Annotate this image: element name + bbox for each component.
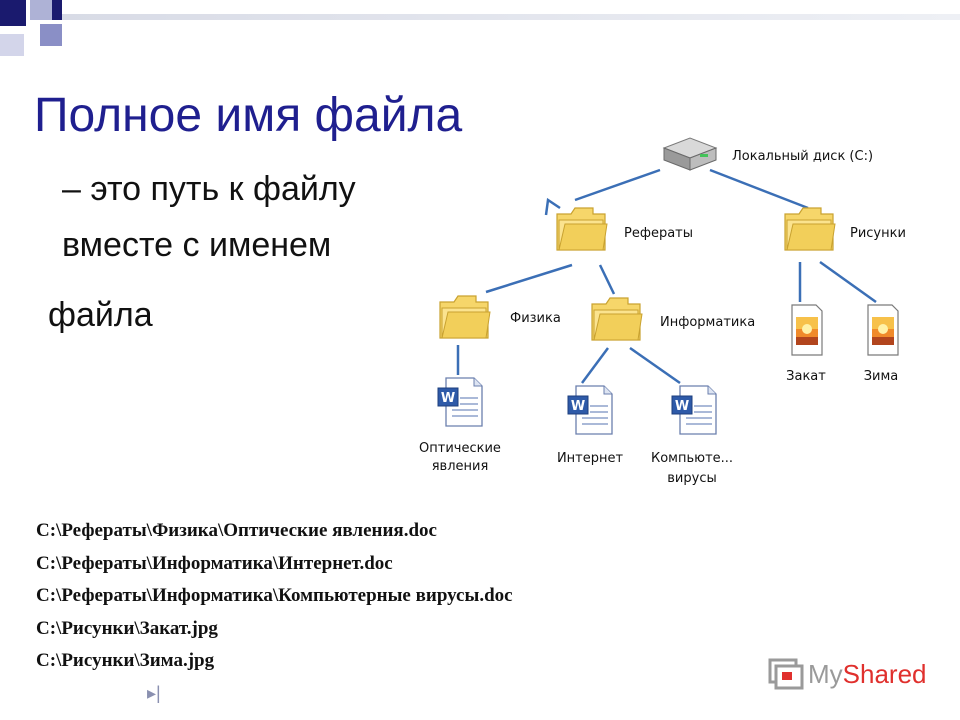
logo-shared: Shared	[842, 659, 927, 689]
folder-icon-informatika	[591, 297, 643, 341]
folder-icon-referaty	[556, 207, 608, 251]
file-label-zakat: Закат	[786, 369, 826, 384]
word-doc-icon-kompyuternye	[671, 385, 717, 435]
file-path: C:\Рисунки\Закат.jpg	[36, 617, 218, 639]
word-doc-icon-internet	[567, 385, 613, 435]
file-label-opticheskie-1: Оптические	[419, 441, 501, 456]
file-path: C:\Рисунки\Зима.jpg	[36, 650, 215, 671]
file-label-zima: Зима	[864, 369, 899, 384]
word-doc-icon-opticheskie	[437, 377, 483, 427]
myshared-logo-icon	[768, 658, 804, 690]
slide-title: Полное имя файла	[34, 89, 463, 142]
decor-square	[30, 0, 52, 20]
file-path: C:\Рефераты\Информатика\Компьютерные вир…	[36, 585, 513, 606]
subtitle-line-3: файла	[48, 296, 153, 334]
next-slide-icon[interactable]: ▸|	[147, 683, 161, 703]
file-label-kompyute-1: Компьюте...	[651, 451, 733, 466]
file-path: C:\Рефераты\Физика\Оптические явления.do…	[36, 520, 437, 541]
folder-label-referaty: Рефераты	[624, 226, 693, 241]
tree-connectors	[456, 168, 877, 385]
image-file-icon-zakat	[791, 304, 823, 356]
file-path: C:\Рефераты\Информатика\Интернет.doc	[36, 552, 393, 574]
folder-icon-fizika	[439, 295, 491, 339]
decor-square	[0, 0, 26, 26]
disk-icon	[662, 137, 718, 171]
file-path-list: C:\Рефераты\Физика\Оптические явления.do…	[36, 515, 513, 678]
folder-label-risunki: Рисунки	[850, 226, 906, 241]
myshared-logo-text: MyShared	[808, 659, 927, 690]
file-label-opticheskie-2: явления	[432, 459, 489, 474]
file-label-kompyute-2: вирусы	[667, 471, 716, 486]
decor-square	[52, 0, 62, 20]
logo-my: My	[808, 659, 843, 689]
decor-top-line	[62, 14, 960, 20]
file-label-internet: Интернет	[557, 451, 624, 466]
subtitle-line-1: – это путь к файлу	[62, 170, 356, 208]
folder-label-fizika: Физика	[510, 311, 561, 326]
subtitle-line-2: вместе с именем	[62, 226, 332, 264]
decor-square	[0, 34, 24, 56]
folder-label-informatika: Информатика	[660, 315, 755, 330]
disk-label: Локальный диск (C:)	[732, 149, 873, 164]
image-file-icon-zima	[867, 304, 899, 356]
decor-square	[40, 24, 62, 46]
folder-icon-risunki	[784, 207, 836, 251]
